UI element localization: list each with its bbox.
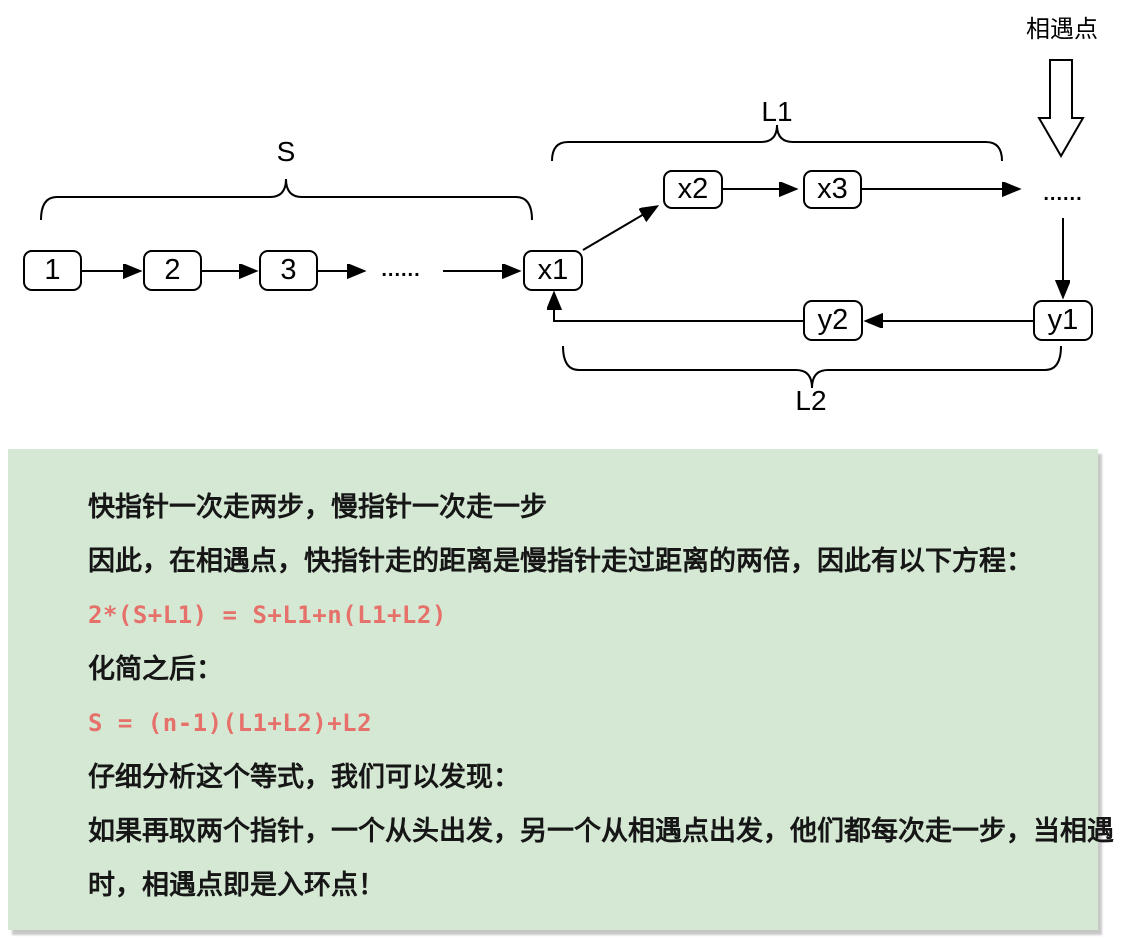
- label-l1: L1: [761, 96, 793, 127]
- explanation-formula-2: S = (n-1)(L1+L2)+L2: [88, 709, 373, 737]
- node-x3: x3: [803, 170, 862, 209]
- explanation-line-6: 时，相遇点即是入环点！: [88, 870, 385, 900]
- node-2: 2: [143, 250, 202, 291]
- node-x1: x1: [523, 250, 583, 291]
- node-3: 3: [259, 250, 318, 291]
- explanation-line-5: 如果再取两个指针，一个从头出发，另一个从相遇点出发，他们都每次走一步，当相遇: [88, 816, 1114, 846]
- explanation-formula-1: 2*(S+L1) = S+L1+n(L1+L2): [88, 601, 447, 629]
- arrow-y2-to-x1: [554, 294, 803, 322]
- node-1: 1: [23, 250, 82, 291]
- label-s: S: [276, 136, 296, 167]
- explanation-line-1: 快指针一次走两步，慢指针一次走一步: [88, 492, 547, 522]
- explanation-line-2: 因此，在相遇点，快指针走的距离是慢指针走过距离的两倍，因此有以下方程：: [88, 546, 1033, 576]
- linked-list-cycle-diagram: 1 2 3 x1 x2 x3 y1 y2 ...... ...... S L1 …: [0, 0, 1124, 445]
- explanation-text: 快指针一次走两步，慢指针一次走一步 因此，在相遇点，快指针走的距离是慢指针走过距…: [88, 480, 1114, 912]
- explanation-line-3: 化简之后：: [88, 654, 223, 684]
- node-y2: y2: [803, 300, 863, 341]
- brace-l2: [562, 345, 1062, 389]
- explanation-panel: [8, 449, 1098, 930]
- label-l2: L2: [795, 385, 827, 416]
- ellipsis-top-row: ......: [1043, 183, 1083, 205]
- brace-l1: [551, 124, 1003, 162]
- node-y1: y1: [1033, 300, 1093, 341]
- explanation-line-4: 仔细分析这个等式，我们可以发现：: [88, 762, 520, 792]
- meeting-point-label: 相遇点: [1026, 16, 1098, 43]
- node-x2: x2: [663, 170, 723, 209]
- arrow-x1-to-x2: [582, 207, 656, 251]
- brace-s: [40, 178, 533, 221]
- meeting-point-block-arrow-icon: [1037, 59, 1085, 158]
- ellipsis-bottom-row: ......: [381, 259, 421, 281]
- diagram-canvas: [40, 59, 1085, 389]
